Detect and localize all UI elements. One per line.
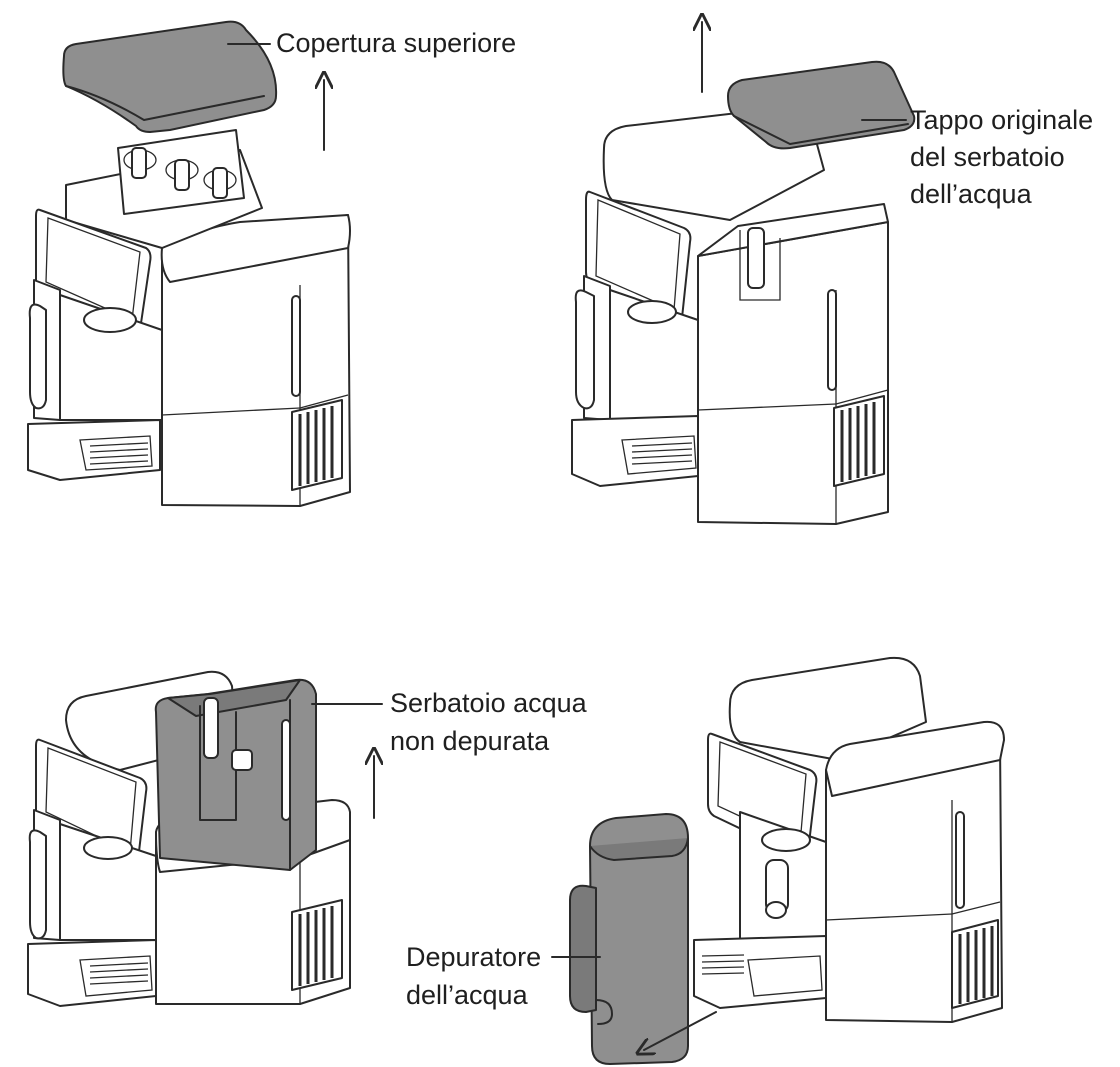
panel-top-cover: Copertura superiore	[28, 22, 516, 506]
label-unpurified-tank-1: Serbatoio acqua	[390, 688, 588, 718]
label-tank-cap-3: dell’acqua	[910, 179, 1033, 209]
label-unpurified-tank-2: non depurata	[390, 726, 550, 756]
vent-grille-4	[952, 920, 998, 1008]
label-tank-cap-1: Tappo originale	[910, 105, 1093, 135]
label-top-cover: Copertura superiore	[276, 28, 516, 58]
water-level-window	[292, 296, 300, 396]
handle	[30, 305, 46, 409]
label-purifier-1: Depuratore	[406, 942, 541, 972]
label-tank-cap-2: del serbatoio	[910, 142, 1065, 172]
panel-water-purifier: Depuratore dell’acqua	[406, 658, 1004, 1064]
vent-grille	[292, 400, 342, 490]
purifier-handle	[570, 886, 596, 1012]
vent-grille-3	[292, 900, 342, 990]
label-purifier-2: dell’acqua	[406, 980, 529, 1010]
vent-grille-2	[834, 396, 884, 486]
panel-tank-cap: Tappo originale del serbatoio dell’acqua	[572, 22, 1093, 524]
